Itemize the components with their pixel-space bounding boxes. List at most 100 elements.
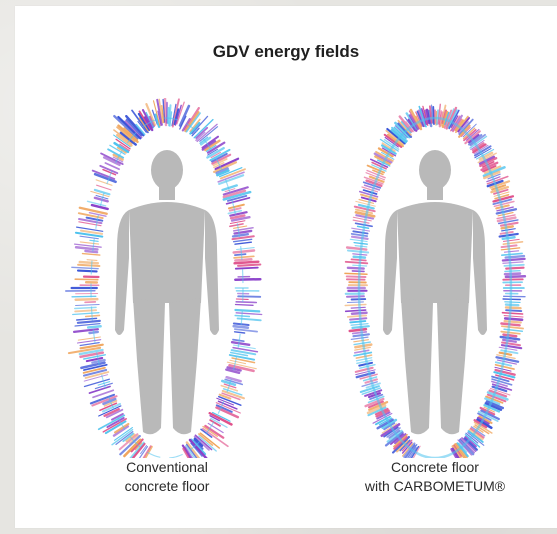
body-part (169, 298, 201, 434)
aura-ray (503, 313, 523, 314)
caption-line: concrete floor (55, 477, 279, 496)
aura-ray (504, 265, 523, 266)
aura-ray (234, 251, 254, 253)
aura-ray (87, 260, 97, 261)
aura-ray (235, 329, 257, 332)
aura-ray (348, 302, 364, 303)
aura-ray (97, 185, 111, 190)
aura-ray (75, 307, 96, 308)
aura-ray (83, 254, 100, 256)
body-part (427, 186, 443, 200)
aura-ray (505, 251, 519, 252)
caption-line: Conventional (55, 458, 279, 477)
aura-ray (355, 350, 369, 353)
aura-ray (235, 279, 260, 280)
aura-ray (354, 340, 369, 342)
aura-ray (235, 259, 251, 260)
aura-ray (235, 231, 252, 234)
human-silhouette (383, 150, 487, 434)
body-part (133, 298, 165, 434)
aura-ray (347, 276, 366, 277)
aura-ray (352, 234, 368, 236)
aura-ray (223, 185, 237, 190)
aura-ray (503, 340, 516, 342)
aura-ray (85, 251, 97, 252)
aura-ray (504, 335, 517, 337)
aura-ray (346, 262, 368, 264)
body-part (159, 186, 175, 200)
aura-ray (235, 242, 251, 244)
aura-ray (78, 271, 97, 272)
card-title: GDV energy fields (15, 42, 557, 62)
aura-ray (505, 274, 520, 275)
aura-ray (232, 342, 249, 345)
aura-ray (236, 313, 262, 315)
aura-ray (234, 226, 247, 228)
aura-ray (351, 337, 368, 339)
aura-ray (503, 262, 523, 263)
aura-ray (502, 253, 522, 255)
aura-ray (506, 268, 523, 269)
aura-ray (505, 302, 520, 303)
aura-ray (504, 239, 520, 241)
aura-ray (503, 242, 522, 244)
body-part (401, 298, 433, 434)
aura-ray (78, 321, 100, 323)
aura-ray (506, 310, 521, 311)
aura-ray (76, 247, 97, 249)
caption-line: Concrete floor (323, 458, 547, 477)
body-part (129, 202, 205, 303)
aura-ray (72, 296, 96, 297)
aura-figure-carbometum (323, 98, 547, 458)
aura-ray (75, 279, 98, 280)
aura-ray (233, 340, 244, 342)
aura-ray (80, 262, 98, 263)
aura-ray (505, 321, 521, 322)
aura-figure-conventional (55, 98, 279, 458)
aura-ray (236, 268, 258, 269)
aura-ray (80, 242, 98, 244)
aura-ray (353, 231, 367, 233)
aura-ray (352, 259, 366, 260)
aura-ray (238, 296, 260, 297)
aura-ray (502, 326, 523, 328)
aura-ray (505, 271, 520, 272)
aura-ray (506, 305, 518, 306)
aura-ray (350, 318, 366, 319)
aura-ray (346, 310, 366, 311)
body-part (419, 150, 451, 190)
figure-conventional-floor (55, 98, 279, 458)
aura-ray (229, 205, 244, 209)
aura-ray (350, 321, 365, 322)
aura-ray (348, 268, 364, 269)
caption-carbometum-floor: Concrete floor with CARBOMETUM® (323, 458, 547, 496)
aura-ray (79, 213, 103, 218)
aura-ray (505, 318, 522, 319)
aura-ray (504, 316, 523, 317)
caption-conventional-floor: Conventional concrete floor (55, 458, 279, 496)
aura-ray (88, 326, 100, 327)
aura-ray (506, 307, 521, 308)
aura-ray (503, 259, 525, 261)
aura-ray (348, 251, 368, 253)
aura-ray (345, 305, 366, 306)
aura-ray (77, 318, 97, 320)
aura-ray (235, 262, 259, 264)
aura-ray (78, 337, 100, 340)
info-card: GDV energy fields Conventional concrete … (15, 6, 557, 528)
aura-ray (76, 305, 100, 306)
aura-ray (347, 248, 366, 250)
aura-ray (235, 332, 245, 333)
aura-ray (236, 302, 256, 303)
aura-ray (234, 256, 254, 258)
aura-ray (348, 316, 366, 317)
caption-line: with CARBOMETUM® (323, 477, 547, 496)
aura-ray (237, 248, 255, 250)
aura-ray (353, 332, 366, 334)
figure-carbometum-floor (323, 98, 547, 458)
aura-ray (72, 267, 98, 268)
aura-ray (236, 305, 254, 306)
aura-ray (351, 307, 365, 308)
aura-ray (165, 98, 166, 125)
aura-ray (433, 107, 434, 124)
